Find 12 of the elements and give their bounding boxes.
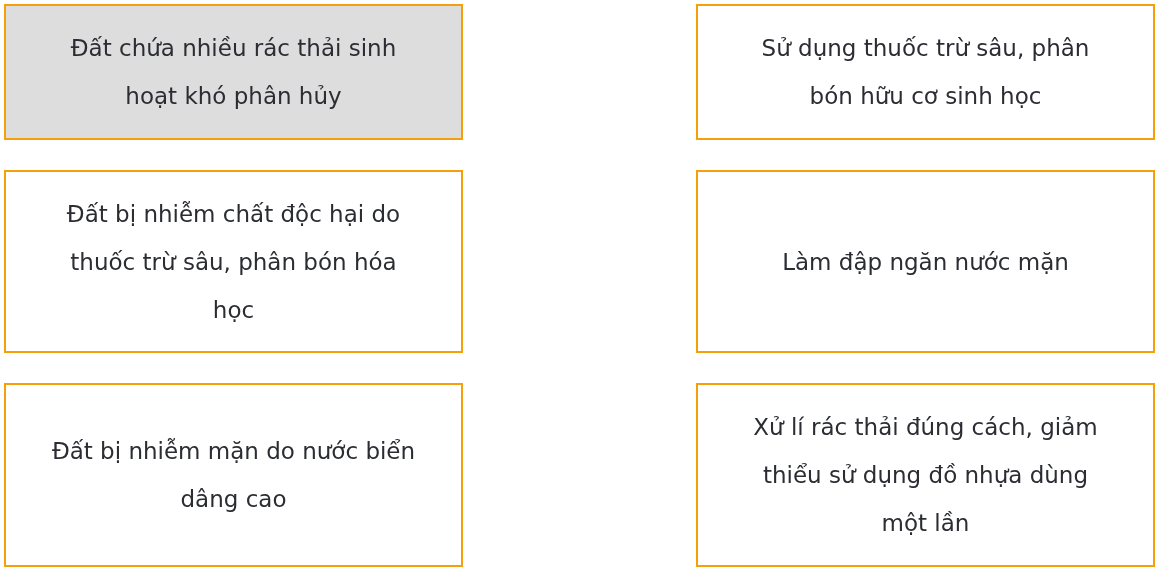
text-card <box>4 4 463 140</box>
text-card <box>696 170 1155 353</box>
card-text: Làm đập ngăn nước mặn <box>782 247 1069 277</box>
card-text: Đất chứa nhiều rác thải sinh hoạt khó phân hủy <box>69 34 398 111</box>
card-text: Đất bị nhiễm mặn do nước biển dâng cao <box>50 437 417 514</box>
card-text: Đất bị nhiễm chất độc hại do thuốc trừ sâu, phân bón hóa học <box>65 199 402 325</box>
card-text: Sử dụng thuốc trừ sâu, phân bón hữu cơ sinh học <box>760 34 1091 111</box>
text-card <box>696 4 1155 140</box>
card-text: Xử lí rác thải đúng cách, giảm thiểu sử dụng đồ nhựa dùng một lần <box>752 413 1099 538</box>
text-card <box>696 383 1155 567</box>
text-card <box>4 170 463 353</box>
text-card <box>4 383 463 567</box>
